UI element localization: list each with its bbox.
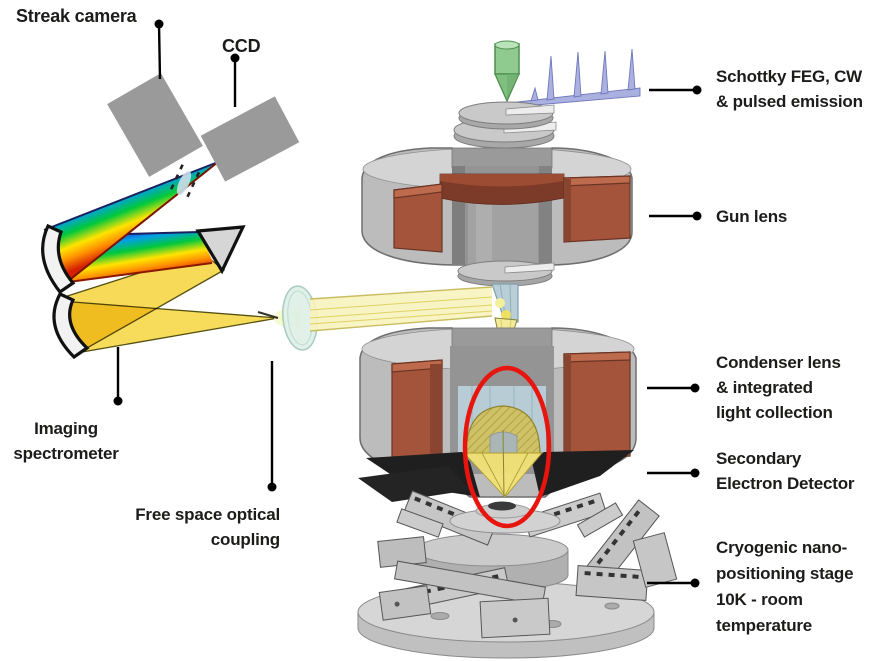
condenser-coil-left	[391, 359, 443, 469]
label-condenser: Condenser lens & integrated light collec…	[716, 353, 841, 422]
label-streak-camera: Streak camera	[16, 6, 137, 26]
leader-schottky	[649, 85, 702, 95]
schottky-emitter-tip	[493, 40, 521, 103]
gun-coil-right	[563, 175, 631, 243]
leader-cryo-stage	[647, 578, 700, 588]
label-ccd: CCD	[222, 36, 261, 56]
injection-mirror-block	[491, 283, 519, 323]
dispersion-prism	[195, 225, 246, 275]
sample	[488, 501, 516, 511]
label-cryo-stage: Cryogenic nano- positioning stage 10K - …	[716, 538, 854, 635]
spectrometer-mirror-bottom	[52, 291, 90, 360]
detector-cone-right	[532, 450, 634, 497]
collimated-beam	[309, 286, 493, 332]
spectrometer-mirror-top	[41, 223, 76, 295]
label-gun-lens: Gun lens	[716, 207, 788, 226]
gun-aperture-disks	[453, 101, 557, 149]
condenser-coil-right	[563, 351, 631, 461]
leader-lines	[113, 19, 702, 588]
label-secondary-detector: Secondary Electron Detector	[716, 449, 855, 493]
leader-ccd	[230, 53, 240, 107]
gun-coil-left	[393, 183, 443, 253]
leader-imaging-spectrometer	[113, 347, 123, 406]
label-schottky: Schottky FEG, CW & pulsed emission	[716, 67, 863, 111]
highlight-ellipse	[462, 365, 552, 529]
label-imaging-spectrometer: Imaging spectrometer	[13, 419, 119, 463]
leader-condenser	[647, 383, 700, 393]
leader-gun-lens	[649, 211, 702, 221]
condenser-aperture-disk	[457, 260, 555, 287]
leader-streak-camera	[154, 19, 164, 80]
nano-positioning-stage	[357, 466, 678, 659]
ccd-body	[200, 96, 300, 182]
condenser-assembly	[359, 327, 637, 498]
pulse-train	[508, 48, 641, 108]
streak-camera-body	[107, 73, 203, 177]
gun-lens-assembly	[361, 147, 633, 266]
collection-cone-beam	[462, 429, 543, 498]
leader-free-space	[267, 361, 277, 492]
label-free-space-coupling: Free space optical coupling	[135, 505, 280, 549]
leader-secondary-detector	[647, 468, 700, 478]
